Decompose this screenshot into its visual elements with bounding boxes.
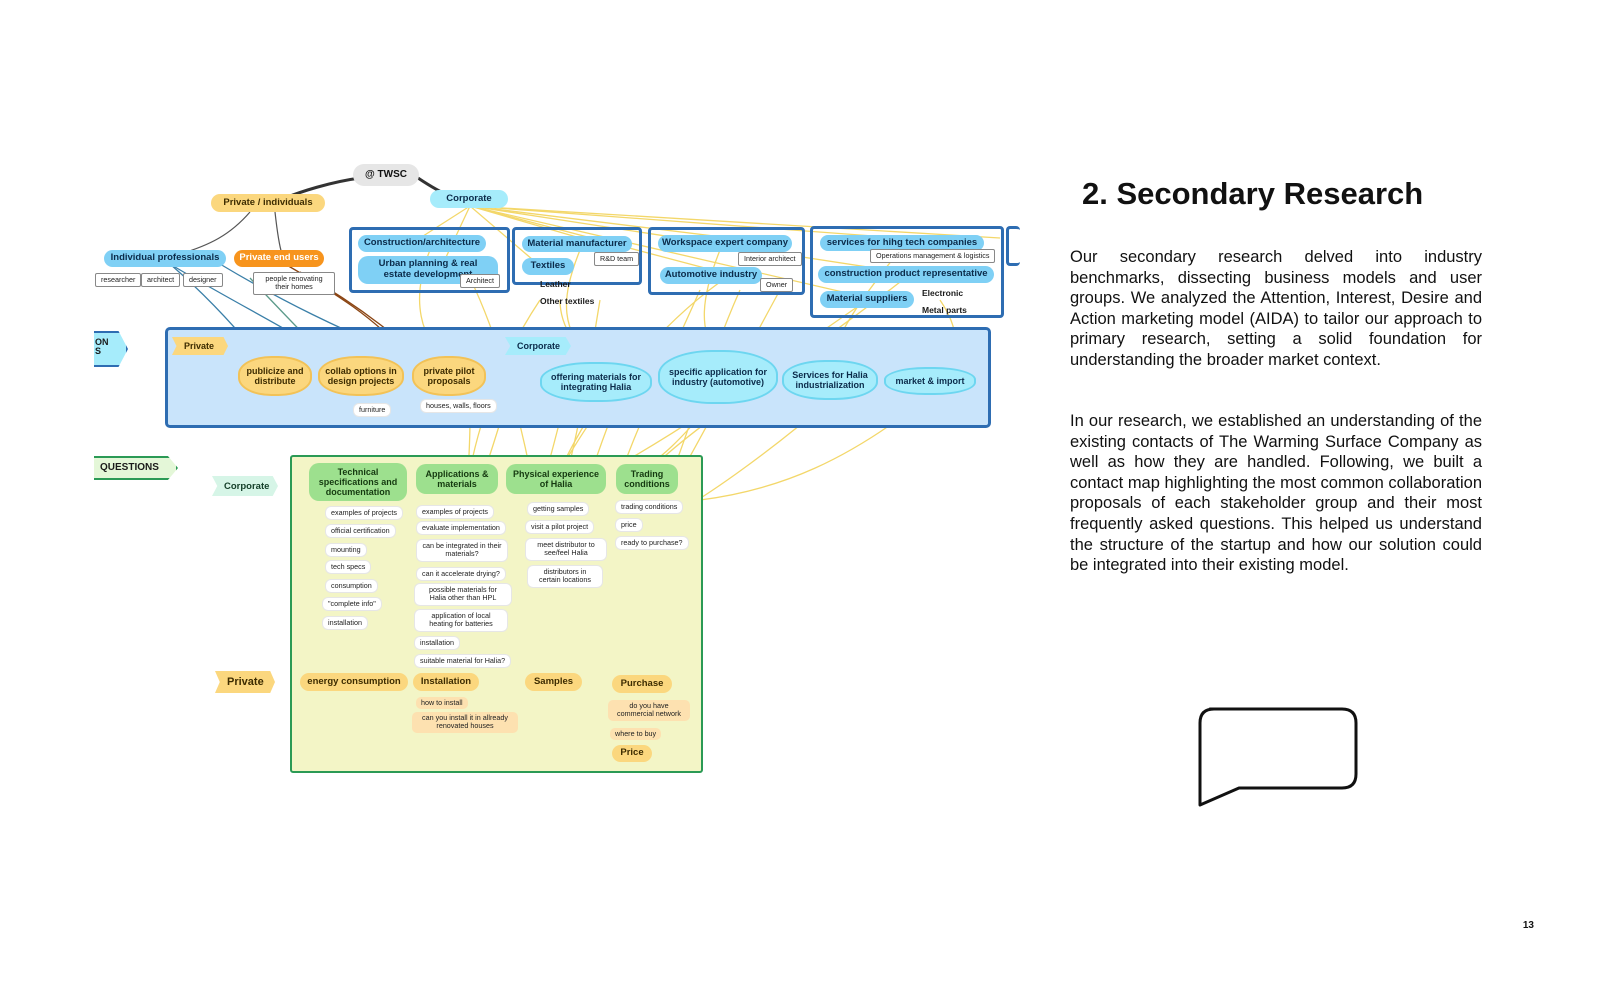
purchase-item: do you have commercial network: [608, 700, 690, 721]
corporate-node[interactable]: Corporate: [430, 190, 508, 208]
leather-label: Leather: [540, 279, 571, 289]
p-installation-node[interactable]: Installation: [413, 673, 479, 691]
technical-item: "complete info": [323, 598, 381, 611]
material-manufacturer-node[interactable]: Material manufacturer: [522, 236, 632, 252]
electronic-label: Electronic: [922, 288, 964, 298]
individual-professionals-node[interactable]: Individual professionals: [104, 250, 226, 267]
questions-tag: [94, 456, 178, 480]
other-textiles-label: Other textiles: [540, 296, 595, 306]
automotive-node[interactable]: Automotive industry: [660, 267, 762, 284]
applications-item: possible materials for Halia other than …: [415, 584, 511, 605]
installation-item: can you install it in allready renovated…: [412, 712, 518, 733]
p-purchase-node[interactable]: Purchase: [612, 675, 672, 693]
applications-item: evaluate implementation: [417, 522, 505, 535]
side-tag-top-label: ON S: [95, 337, 109, 356]
chip-people-renovating: people renovating their homes: [253, 272, 335, 295]
applications-item: examples of projects: [417, 506, 493, 519]
applications-item: can it accelerate drying?: [417, 568, 505, 581]
textiles-node[interactable]: Textiles: [522, 258, 574, 275]
box-services: [810, 226, 1004, 318]
box-workspace: [648, 227, 805, 295]
physical-item: distributors in certain locations: [528, 566, 602, 587]
technical-item: installation: [323, 617, 367, 630]
chip-owner: Owner: [760, 278, 794, 293]
construction-node[interactable]: Construction/architecture: [358, 235, 486, 252]
technical-item: tech specs: [326, 561, 371, 574]
physical-item: visit a pilot project: [526, 521, 594, 534]
paragraph-2: In our research, we established an under…: [1070, 412, 1482, 575]
private-end-users-node[interactable]: Private end users: [234, 250, 324, 267]
chip-architect-corporate: Architect: [460, 274, 500, 289]
installation-item: how to install: [416, 697, 468, 710]
technical-item: official certification: [326, 525, 395, 538]
physical-item: getting samples: [528, 503, 589, 516]
workspace-expert-node[interactable]: Workspace expert company: [658, 235, 792, 252]
p-energy-node[interactable]: energy consumption: [300, 673, 408, 691]
cloud-services-halia[interactable]: Services for Halia industrialization: [782, 360, 878, 400]
applications-item: application of local heating for batteri…: [415, 610, 507, 631]
page-title: 2. Secondary Research: [1082, 176, 1424, 211]
band-private-tag: Private: [172, 337, 228, 355]
box-construction: [349, 227, 510, 293]
speech-bubble-icon: [1198, 707, 1358, 807]
questions-tag-label: QUESTIONS: [100, 462, 159, 473]
applications-item: installation: [415, 637, 459, 650]
chip-furniture: furniture: [354, 404, 391, 417]
services-tech-node[interactable]: services for hihg tech companies: [820, 235, 984, 251]
technical-item: consumption: [326, 580, 377, 593]
q-physical-node[interactable]: Physical experience of Halia: [506, 464, 606, 494]
corporate-tag: Corporate: [212, 476, 278, 496]
cloud-specific-application[interactable]: specific application for industry (autom…: [658, 350, 778, 404]
band-corporate-tag: Corporate: [505, 337, 571, 355]
chip-houses: houses, walls, floors: [421, 400, 496, 413]
purchase-item: where to buy: [610, 728, 662, 741]
technical-item: examples of projects: [326, 507, 402, 520]
q-technical-node[interactable]: Technical specifications and documentati…: [309, 463, 407, 501]
metal-parts-label: Metal parts: [922, 305, 967, 315]
chip-rd-team: R&D team: [594, 252, 640, 267]
technical-item: mounting: [326, 544, 366, 557]
applications-item: can be integrated in their materials?: [417, 540, 507, 561]
cloud-private-pilot[interactable]: private pilot proposals: [412, 356, 486, 396]
trading-item: ready to purchase?: [616, 537, 688, 550]
trading-item: trading conditions: [616, 501, 683, 514]
q-trading-node[interactable]: Trading conditions: [616, 464, 678, 494]
chip-designer: designer: [183, 273, 223, 288]
chip-operations: Operations management & logistics: [870, 249, 996, 264]
cloud-offering[interactable]: offering materials for integrating Halia: [540, 362, 652, 402]
p-samples-node[interactable]: Samples: [525, 673, 582, 691]
chip-architect: architect: [141, 273, 181, 288]
cloud-collab[interactable]: collab options in design projects: [318, 356, 404, 396]
private-individuals-node[interactable]: Private / individuals: [211, 194, 325, 212]
chip-interior-architect: Interior architect: [738, 252, 802, 267]
box-material: [512, 227, 642, 285]
construction-rep-node[interactable]: construction product representative: [818, 266, 994, 283]
applications-item: suitable material for Halia?: [415, 655, 511, 668]
p-price-node[interactable]: Price: [612, 745, 652, 762]
box-services-overflow: [1006, 226, 1020, 266]
root-node[interactable]: @ TWSC: [353, 164, 419, 186]
material-suppliers-node[interactable]: Material suppliers: [820, 291, 914, 308]
page-number: 13: [1522, 920, 1534, 931]
cloud-market-import[interactable]: market & import: [884, 367, 976, 395]
physical-item: meet distributor to see/feel Halia: [526, 539, 606, 560]
private-tag: Private: [215, 671, 275, 693]
trading-item: price: [616, 519, 642, 532]
cloud-publicize[interactable]: publicize and distribute: [238, 356, 312, 396]
paragraph-1: Our secondary research delved into indus…: [1070, 248, 1482, 369]
q-applications-node[interactable]: Applications & materials: [416, 464, 498, 494]
chip-researcher: researcher: [95, 273, 142, 288]
